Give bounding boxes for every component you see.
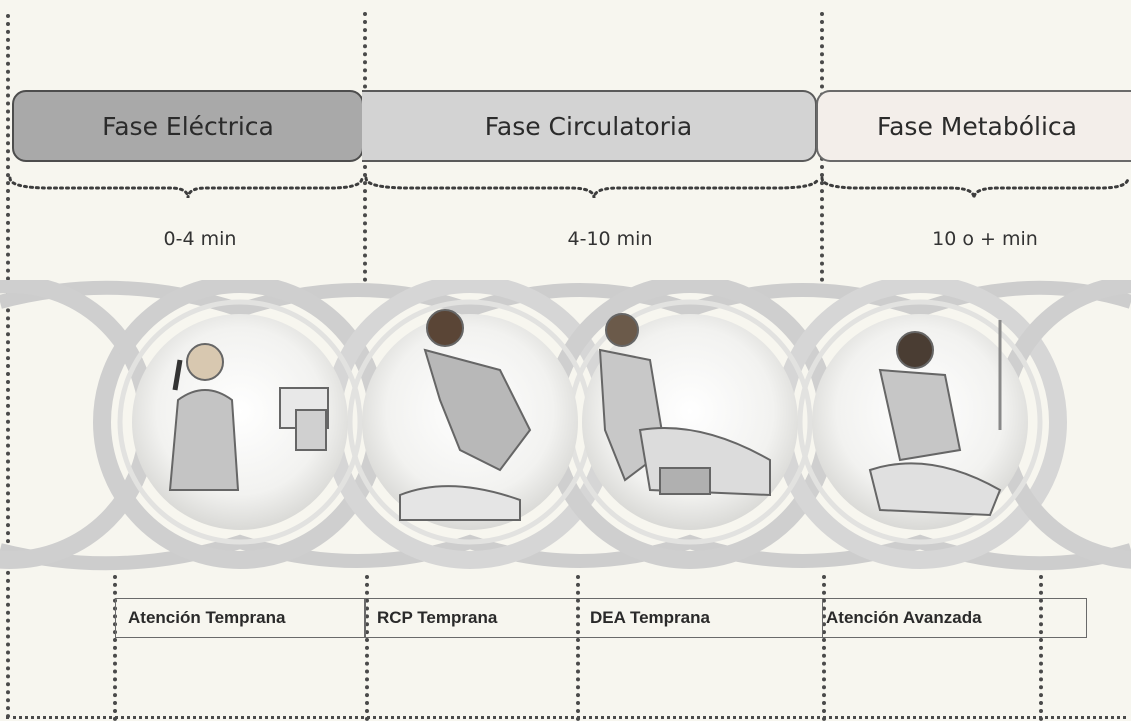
- braces: [0, 172, 1131, 212]
- phase-metabolica: Fase Metabólica: [816, 90, 1131, 162]
- action-dea-temprana: DEA Temprana: [590, 598, 710, 638]
- time-circulatoria: 4-10 min: [550, 228, 670, 250]
- brace-electrica: [10, 178, 362, 198]
- phase-label: Fase Eléctrica: [102, 112, 274, 141]
- phase-circulatoria: Fase Circulatoria: [362, 90, 817, 162]
- bottom-dotted-line: [6, 716, 1126, 719]
- action-atencion-temprana: Atención Temprana: [128, 598, 285, 638]
- separator-4: [365, 575, 369, 721]
- time-electrica: 0-4 min: [140, 228, 260, 250]
- action-rcp-temprana: RCP Temprana: [377, 598, 497, 638]
- chain-of-survival: [0, 280, 1131, 580]
- separator-6: [822, 575, 826, 721]
- ring-left-partial: [0, 284, 148, 560]
- separator-3: [113, 575, 117, 721]
- action-atencion-avanzada: Atención Avanzada: [826, 598, 982, 638]
- separator-7: [1039, 575, 1043, 721]
- separator-5: [576, 575, 580, 721]
- time-metabolica: 10 o + min: [915, 228, 1055, 250]
- brace-metabolica: [822, 178, 1128, 198]
- phase-electrica: Fase Eléctrica: [12, 90, 364, 162]
- phase-label: Fase Metabólica: [877, 112, 1077, 141]
- brace-circulatoria: [366, 178, 818, 198]
- phase-label: Fase Circulatoria: [485, 112, 692, 141]
